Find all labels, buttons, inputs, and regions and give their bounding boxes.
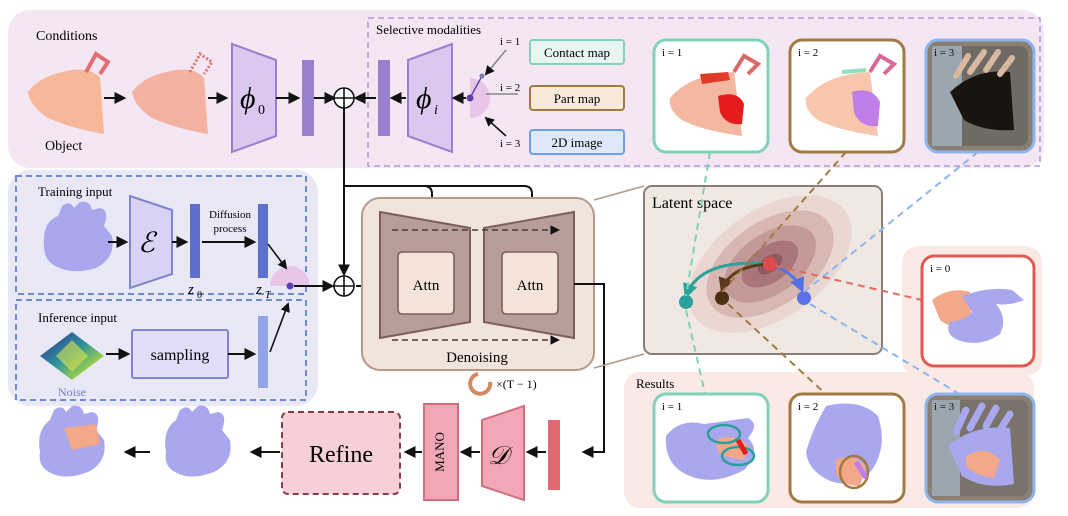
part-map-label: Part map (554, 91, 601, 106)
condition-feature-bar (378, 60, 390, 136)
latent-z0-bar (190, 204, 200, 278)
phii-symbol: ϕ (416, 82, 432, 115)
noise-surface (40, 332, 104, 380)
modality-index-1: i = 1 (500, 36, 520, 48)
training-input-box (15, 175, 307, 295)
noise-label: Noise (58, 385, 86, 399)
dash-origin-to-i0 (775, 265, 923, 301)
hand-output-final (39, 405, 105, 477)
thumb-2d-image: i = 3 (924, 38, 1036, 154)
result-i0: i = 0 (920, 254, 1036, 368)
dash-image-thumb-to-latent (803, 151, 979, 293)
phi0-subscript: 0 (258, 103, 265, 118)
encoder-E (129, 194, 173, 290)
thumb-index-1: i = 1 (662, 47, 682, 59)
thumb-index-2: i = 2 (798, 47, 818, 59)
dash-contact-thumb-to-latent (685, 151, 711, 297)
z0-subscript: 0 (197, 290, 202, 301)
latent-sample-bar (258, 316, 268, 388)
object-feature-bar (302, 60, 314, 136)
object-label: Object (45, 139, 82, 154)
2d-image-label: 2D image (552, 135, 603, 150)
mano-layer (423, 403, 459, 501)
selective-modalities-box (367, 17, 1041, 167)
loop-repeat: ×(T − 1) (496, 377, 537, 391)
selective-title: Selective modalities (376, 22, 481, 37)
dash-image-to-result (809, 303, 967, 399)
results-title: Results (636, 376, 674, 391)
result-index-2: i = 2 (798, 401, 818, 413)
refine-block (281, 411, 401, 495)
attn-block-2 (501, 251, 559, 315)
phii-encoder (407, 42, 453, 154)
diffusion-line1: Diffusion (209, 209, 251, 221)
dash-contact-to-result (685, 309, 707, 399)
zoom-line-top (593, 185, 645, 201)
arrow-cond-to-attn2 (344, 185, 538, 213)
zT-subscript: T (265, 290, 272, 301)
encoder-symbol: ℰ (138, 228, 158, 259)
result-index-3: i = 3 (934, 401, 955, 413)
zT-label: z (255, 282, 262, 298)
arrow-unet-to-output (574, 283, 605, 458)
conditions-title: Conditions (36, 29, 97, 44)
latent-point-part (715, 291, 729, 305)
input-switch (267, 243, 310, 353)
thumb-part-map: i = 2 (788, 38, 906, 154)
latent-title: Latent space (652, 195, 732, 212)
zoom-line-bottom (593, 353, 645, 369)
denoising-label: Denoising (446, 350, 508, 366)
refine-label: Refine (309, 442, 373, 468)
modality-index-3: i = 3 (500, 138, 521, 150)
phi0-symbol: ϕ (240, 82, 256, 115)
z0-label: z (187, 282, 194, 298)
trajectory-teal (683, 261, 771, 299)
attn-block-1 (397, 251, 455, 315)
result-image: i = 3 (924, 392, 1036, 504)
mano-label: MANO (432, 432, 447, 472)
loop-arrow (468, 372, 493, 396)
phi0-encoder (231, 42, 277, 154)
decoder-input-bar (548, 420, 560, 490)
thumb-index-3: i = 3 (934, 47, 955, 59)
modality-option-1: i = 1 Contact map (484, 36, 625, 76)
latent-point-image (797, 291, 811, 305)
result-i0-label: i = 0 (930, 263, 951, 275)
modality-option-3: i = 3 2D image (484, 116, 625, 155)
inference-input-box (15, 299, 307, 401)
modality-index-2: i = 2 (500, 82, 520, 94)
attn-label-2: Attn (517, 278, 544, 294)
training-title: Training input (38, 184, 113, 199)
latent-point-origin (763, 257, 777, 271)
phii-subscript: i (434, 103, 438, 118)
contact-map-label: Contact map (544, 45, 610, 60)
hand-output-coarse (165, 405, 231, 477)
sum-node-bottom (333, 275, 355, 297)
result-part: i = 2 (788, 392, 906, 504)
modality-option-2: i = 2 Part map (486, 82, 625, 111)
sum-node-top (333, 87, 355, 109)
latent-zT-bar (258, 204, 268, 278)
result-index-1: i = 1 (662, 401, 682, 413)
diffusion-line2: process (214, 223, 247, 235)
decoder-D (481, 404, 525, 502)
pointcloud-shape (132, 51, 215, 134)
object-shape (28, 51, 111, 134)
thumb-contact-map: i = 1 (652, 38, 770, 154)
latent-point-contact (679, 295, 693, 309)
attn-label-1: Attn (413, 278, 440, 294)
hand-mesh-training (43, 201, 113, 272)
modality-switch (466, 73, 490, 118)
result-contact: i = 1 (652, 392, 770, 504)
inference-title: Inference input (38, 310, 117, 325)
sampling-label: sampling (151, 347, 210, 364)
